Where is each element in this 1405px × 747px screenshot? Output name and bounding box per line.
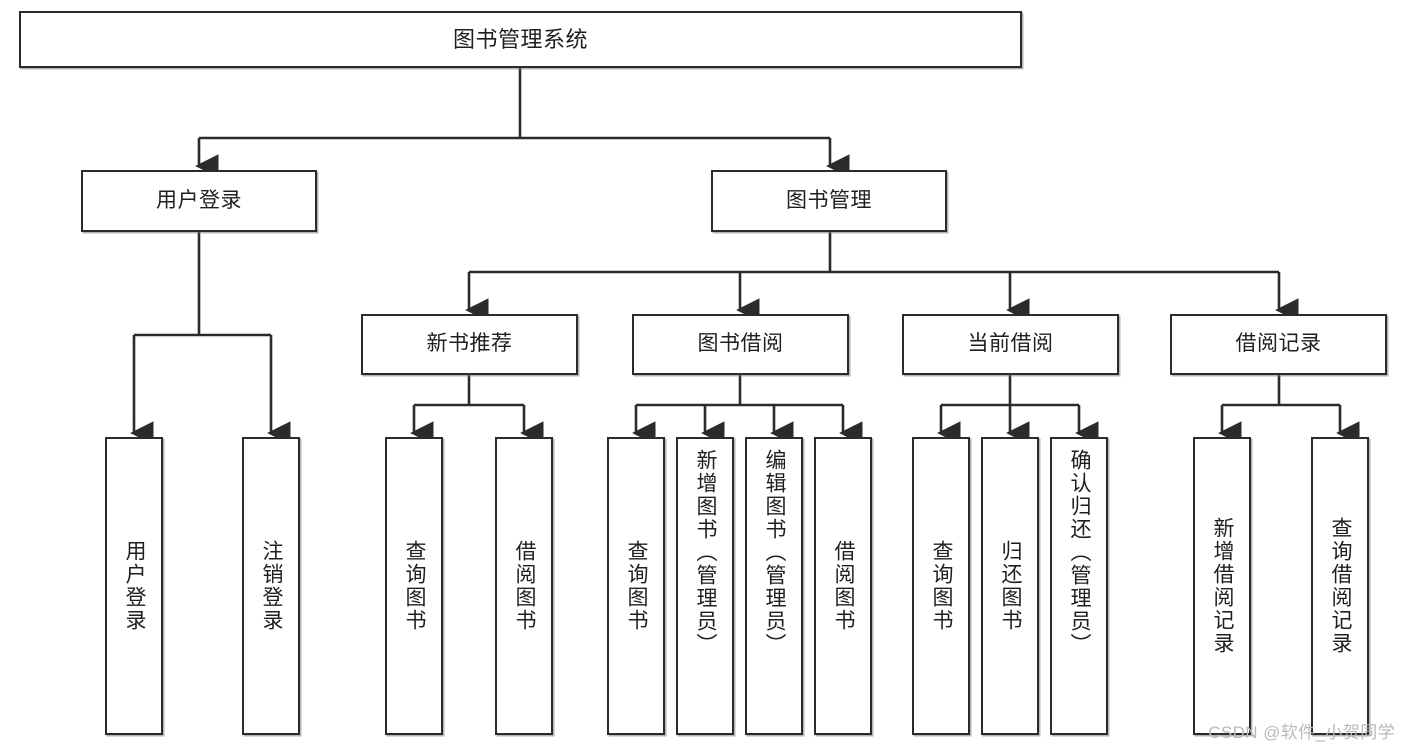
node-book-management[interactable]: 图书管理	[711, 170, 947, 232]
node-label: 查询借阅记录	[1329, 517, 1353, 655]
csdn-watermark: CSDN @软件_小贺同学	[1208, 723, 1395, 742]
leaf-borrow-record-query[interactable]: 查询借阅记录	[1311, 437, 1369, 735]
node-label: 图书借阅	[697, 332, 784, 356]
node-label: 新增图书（管理员）	[694, 449, 718, 656]
node-label: 用户登录	[123, 540, 147, 632]
leaf-new-book-query[interactable]: 查询图书	[385, 437, 443, 735]
node-label: 借阅图书	[513, 540, 537, 632]
node-label: 查询图书	[930, 540, 954, 632]
leaf-book-borrow-edit[interactable]: 编辑图书（管理员）	[745, 437, 803, 735]
node-label: 借阅图书	[832, 540, 856, 632]
node-label: 注销登录	[260, 540, 284, 632]
node-label: 确认归还（管理员）	[1068, 449, 1092, 656]
node-label: 当前借阅	[967, 332, 1054, 356]
node-new-book-recommend[interactable]: 新书推荐	[361, 314, 578, 375]
leaf-borrow-record-add[interactable]: 新增借阅记录	[1193, 437, 1251, 735]
node-root-system[interactable]: 图书管理系统	[19, 11, 1022, 68]
leaf-book-borrow-add[interactable]: 新增图书（管理员）	[676, 437, 734, 735]
leaf-current-borrow-confirm-return[interactable]: 确认归还（管理员）	[1050, 437, 1108, 735]
leaf-new-book-borrow[interactable]: 借阅图书	[495, 437, 553, 735]
leaf-user-login-login[interactable]: 用户登录	[105, 437, 163, 735]
node-label: 新书推荐	[426, 332, 513, 356]
node-label: 图书管理	[786, 188, 872, 212]
leaf-current-borrow-return[interactable]: 归还图书	[981, 437, 1039, 735]
leaf-user-login-logout[interactable]: 注销登录	[242, 437, 300, 735]
node-label: 查询图书	[403, 540, 427, 632]
node-label: 查询图书	[625, 540, 649, 632]
leaf-current-borrow-query[interactable]: 查询图书	[912, 437, 970, 735]
node-label: 借阅记录	[1235, 332, 1322, 356]
node-user-login[interactable]: 用户登录	[81, 170, 317, 232]
node-label: 新增借阅记录	[1211, 517, 1235, 655]
node-borrow-record[interactable]: 借阅记录	[1170, 314, 1387, 375]
node-current-borrow[interactable]: 当前借阅	[902, 314, 1119, 375]
leaf-book-borrow-borrow[interactable]: 借阅图书	[814, 437, 872, 735]
node-label: 归还图书	[999, 540, 1023, 632]
node-label: 用户登录	[156, 188, 242, 212]
node-label: 图书管理系统	[452, 26, 588, 52]
node-book-borrow[interactable]: 图书借阅	[632, 314, 849, 375]
leaf-book-borrow-query[interactable]: 查询图书	[607, 437, 665, 735]
node-label: 编辑图书（管理员）	[763, 449, 787, 656]
